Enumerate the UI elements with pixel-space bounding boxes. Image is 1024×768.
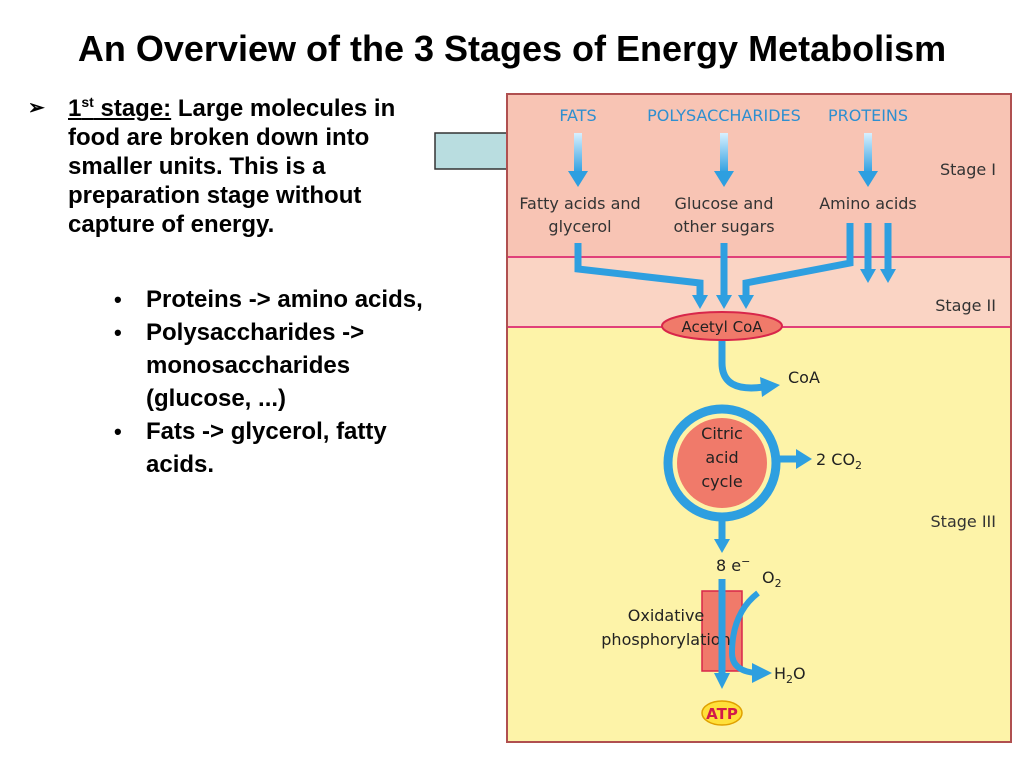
co2-label: 2 CO2 xyxy=(816,450,862,472)
stage-suffix: st xyxy=(81,94,94,110)
product-glycerol: glycerol xyxy=(548,217,611,236)
oxphos-label-line2: phosphorylation xyxy=(601,630,730,649)
main-bullet-text: Large molecules in food are broken down … xyxy=(68,95,396,238)
stage1-region xyxy=(506,93,1012,257)
h2o-flow-arrow xyxy=(728,590,760,676)
co2-arrowhead xyxy=(796,449,812,469)
source-polysaccharides: POLYSACCHARIDES xyxy=(647,106,801,125)
cycle-label-line3: cycle xyxy=(701,472,742,491)
stage1-arrows xyxy=(568,133,878,187)
sub-bullet-item: • Fats -> glycerol, fatty acids. xyxy=(114,415,438,481)
sub-bullet-text: Fats -> glycerol, fatty acids. xyxy=(146,418,387,478)
metabolism-diagram: FATS POLYSACCHARIDES PROTEINS Fatty acid… xyxy=(506,93,1012,743)
sub-bullet-item: • Polysaccharides -> monosaccharides (glu… xyxy=(114,316,438,415)
source-proteins: PROTEINS xyxy=(828,106,908,125)
acetyl-coa-oval xyxy=(661,311,783,341)
cycle-label-line1: Citric xyxy=(701,424,743,443)
source-fats: FATS xyxy=(559,106,596,125)
cycle-down-arrowhead xyxy=(714,539,730,553)
stage-label-1: Stage I xyxy=(940,160,996,179)
sub-bullet-text: Proteins -> amino acids, xyxy=(146,286,423,313)
bullet-dot-icon: • xyxy=(114,287,122,312)
cycle-core xyxy=(677,418,767,508)
sub-bullet-item: • Proteins -> amino acids, xyxy=(114,283,438,316)
product-amino-acids: Amino acids xyxy=(819,194,917,213)
sub-bullet-text: Polysaccharides -> monosaccharides (gluc… xyxy=(146,319,365,412)
cycle-ring xyxy=(663,404,781,522)
diagram-border xyxy=(506,93,1012,743)
acetyl-coa-label: Acetyl CoA xyxy=(681,318,763,336)
stage-heading: 1st stage: xyxy=(68,95,171,122)
atp-arrowhead xyxy=(714,673,730,689)
converging-arrows xyxy=(574,223,892,297)
bullet-dot-icon: • xyxy=(114,320,122,345)
slide-title: An Overview of the 3 Stages of Energy Me… xyxy=(77,28,947,69)
product-glucose: Glucose and xyxy=(675,194,774,213)
product-fatty-acids: Fatty acids and xyxy=(519,194,640,213)
h2o-arrowhead xyxy=(752,663,772,683)
coa-label: CoA xyxy=(788,368,820,387)
cycle-label-line2: acid xyxy=(705,448,738,467)
atp-oval xyxy=(701,700,743,726)
sub-bullet-list: • Proteins -> amino acids, • Polysaccharid… xyxy=(28,283,438,481)
stage-label-3: Stage III xyxy=(931,512,996,531)
arrow-bullet-icon: ➢ xyxy=(28,97,45,119)
coa-branch-arrow xyxy=(718,341,765,392)
oxphos-label-line1: Oxidative xyxy=(628,606,705,625)
electrons-label: 8 e− xyxy=(716,555,750,575)
stage-word: stage: xyxy=(93,95,172,122)
o2-label: O2 xyxy=(762,568,782,590)
arrowheads xyxy=(692,269,896,309)
h2o-label: H2O xyxy=(774,664,806,686)
atp-label: ATP xyxy=(706,705,738,723)
main-bullet: ➢ 1st stage: Large molecules in food are… xyxy=(28,94,438,239)
stage-number: 1 xyxy=(68,95,82,122)
stage-label-2: Stage II xyxy=(935,296,996,315)
product-other-sugars: other sugars xyxy=(673,217,774,236)
coa-arrowhead xyxy=(760,377,780,397)
bullet-dot-icon: • xyxy=(114,419,122,444)
text-column: ➢ 1st stage: Large molecules in food are… xyxy=(28,94,438,481)
